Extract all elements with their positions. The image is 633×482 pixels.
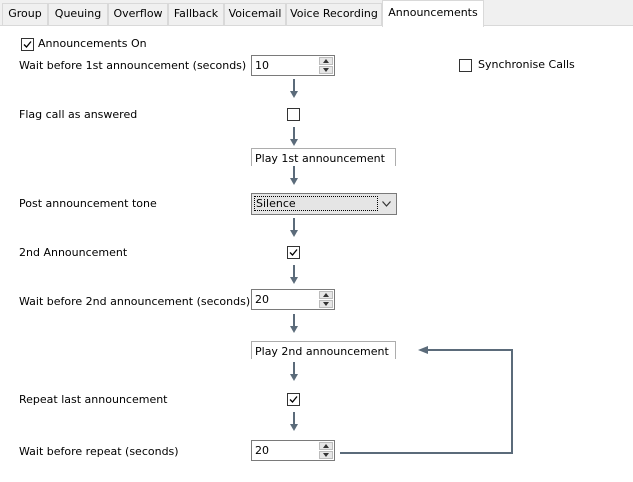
tab-bar: Group Queuing Overflow Fallback Voicemai… [0, 0, 633, 27]
tab-queuing[interactable]: Queuing [48, 3, 108, 25]
tab-fallback[interactable]: Fallback [168, 3, 224, 25]
arrow-down-icon [290, 79, 298, 98]
wait-repeat-value[interactable]: 20 [255, 444, 269, 457]
arrow-down-icon [290, 412, 298, 431]
play-first-label: Play 1st announcement [255, 152, 385, 165]
wait-first-down-button[interactable] [319, 66, 333, 74]
post-tone-dropdown[interactable]: Silence [251, 193, 397, 215]
tab-group[interactable]: Group [2, 3, 48, 25]
wait-first-spinner[interactable]: 10 [251, 55, 335, 76]
play-first-step: Play 1st announcement [251, 148, 396, 166]
wait-second-spinner[interactable]: 20 [251, 289, 335, 310]
wait-repeat-down-button[interactable] [319, 451, 333, 459]
announcements-on-checkbox[interactable] [21, 38, 34, 51]
wait-second-value[interactable]: 20 [255, 293, 269, 306]
wait-repeat-label: Wait before repeat (seconds) [19, 445, 179, 458]
chevron-down-icon [382, 201, 391, 207]
wait-first-value[interactable]: 10 [255, 59, 269, 72]
repeat-last-checkbox[interactable] [287, 393, 300, 406]
chevron-down-icon [323, 453, 329, 457]
chevron-down-icon [323, 68, 329, 72]
second-announcement-checkbox[interactable] [287, 246, 300, 259]
wait-second-label: Wait before 2nd announcement (seconds) [19, 295, 251, 308]
wait-first-label: Wait before 1st announcement (seconds) [19, 59, 247, 72]
chevron-up-icon [323, 293, 329, 297]
wait-repeat-spinner[interactable]: 20 [251, 440, 335, 461]
synchronise-calls-label: Synchronise Calls [478, 58, 575, 71]
wait-second-up-button[interactable] [319, 291, 333, 299]
check-icon [289, 249, 298, 256]
announcements-on-label: Announcements On [38, 37, 147, 50]
arrow-down-icon [290, 314, 298, 333]
play-second-label: Play 2nd announcement [255, 345, 389, 358]
post-tone-selected: Silence [254, 196, 378, 211]
arrow-down-icon [290, 265, 298, 284]
play-second-step: Play 2nd announcement [251, 341, 396, 359]
arrow-down-icon [290, 362, 298, 381]
flag-answered-checkbox[interactable] [287, 108, 300, 121]
arrow-down-icon [290, 127, 298, 146]
check-icon [23, 41, 32, 48]
arrow-down-icon [290, 166, 298, 185]
second-announcement-label: 2nd Announcement [19, 246, 128, 259]
post-tone-label: Post announcement tone [19, 197, 157, 210]
tab-overflow[interactable]: Overflow [108, 3, 168, 25]
announcements-panel [0, 25, 633, 482]
synchronise-calls-checkbox[interactable] [459, 59, 472, 72]
wait-second-down-button[interactable] [319, 300, 333, 308]
tab-voicemail[interactable]: Voicemail [224, 3, 286, 25]
chevron-down-icon [323, 302, 329, 306]
tab-voice-recording[interactable]: Voice Recording [286, 3, 382, 25]
chevron-up-icon [323, 59, 329, 63]
wait-first-up-button[interactable] [319, 57, 333, 65]
wait-repeat-up-button[interactable] [319, 442, 333, 450]
tab-announcements[interactable]: Announcements [382, 0, 484, 27]
chevron-up-icon [323, 444, 329, 448]
repeat-last-label: Repeat last announcement [19, 393, 168, 406]
check-icon [289, 396, 298, 403]
arrow-down-icon [290, 218, 298, 237]
flag-answered-label: Flag call as answered [19, 108, 138, 121]
